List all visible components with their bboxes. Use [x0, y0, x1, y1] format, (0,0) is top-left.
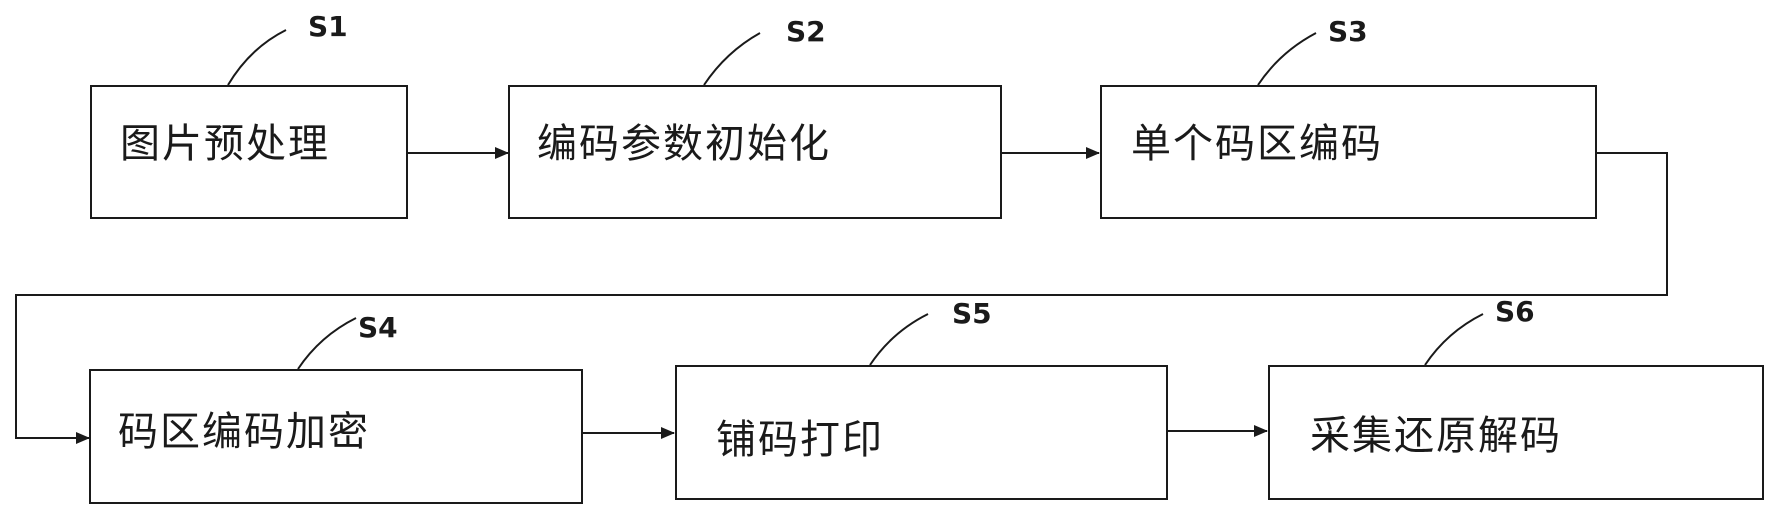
step-box-s6 [1268, 365, 1764, 500]
leader-line-s4 [297, 317, 357, 370]
step-text-s5: 铺码打印 [716, 417, 884, 463]
step-box-s3 [1100, 85, 1597, 219]
step-label-s4: S4 [358, 311, 398, 344]
step-box-s5 [675, 365, 1168, 500]
step-text-s3: 单个码区编码 [1131, 121, 1383, 167]
step-text-s1: 图片预处理 [120, 121, 330, 167]
step-text-s4: 码区编码加密 [118, 409, 370, 455]
leader-line-s5 [869, 313, 929, 366]
step-label-s3: S3 [1328, 15, 1368, 48]
arrow-s3-s4 [15, 152, 1668, 444]
step-label-s2: S2 [786, 15, 826, 48]
step-box-s1 [90, 85, 408, 219]
step-box-s4 [89, 369, 583, 504]
leader-line-s1 [227, 29, 287, 86]
step-text-s6: 采集还原解码 [1310, 413, 1562, 459]
leader-line-s6 [1424, 313, 1484, 366]
step-box-s2 [508, 85, 1002, 219]
leader-line-s2 [703, 32, 761, 86]
step-label-s6: S6 [1495, 295, 1535, 328]
step-text-s2: 编码参数初始化 [537, 121, 831, 167]
leader-line-s3 [1257, 32, 1317, 86]
step-label-s1: S1 [308, 10, 348, 43]
step-label-s5: S5 [952, 297, 992, 330]
